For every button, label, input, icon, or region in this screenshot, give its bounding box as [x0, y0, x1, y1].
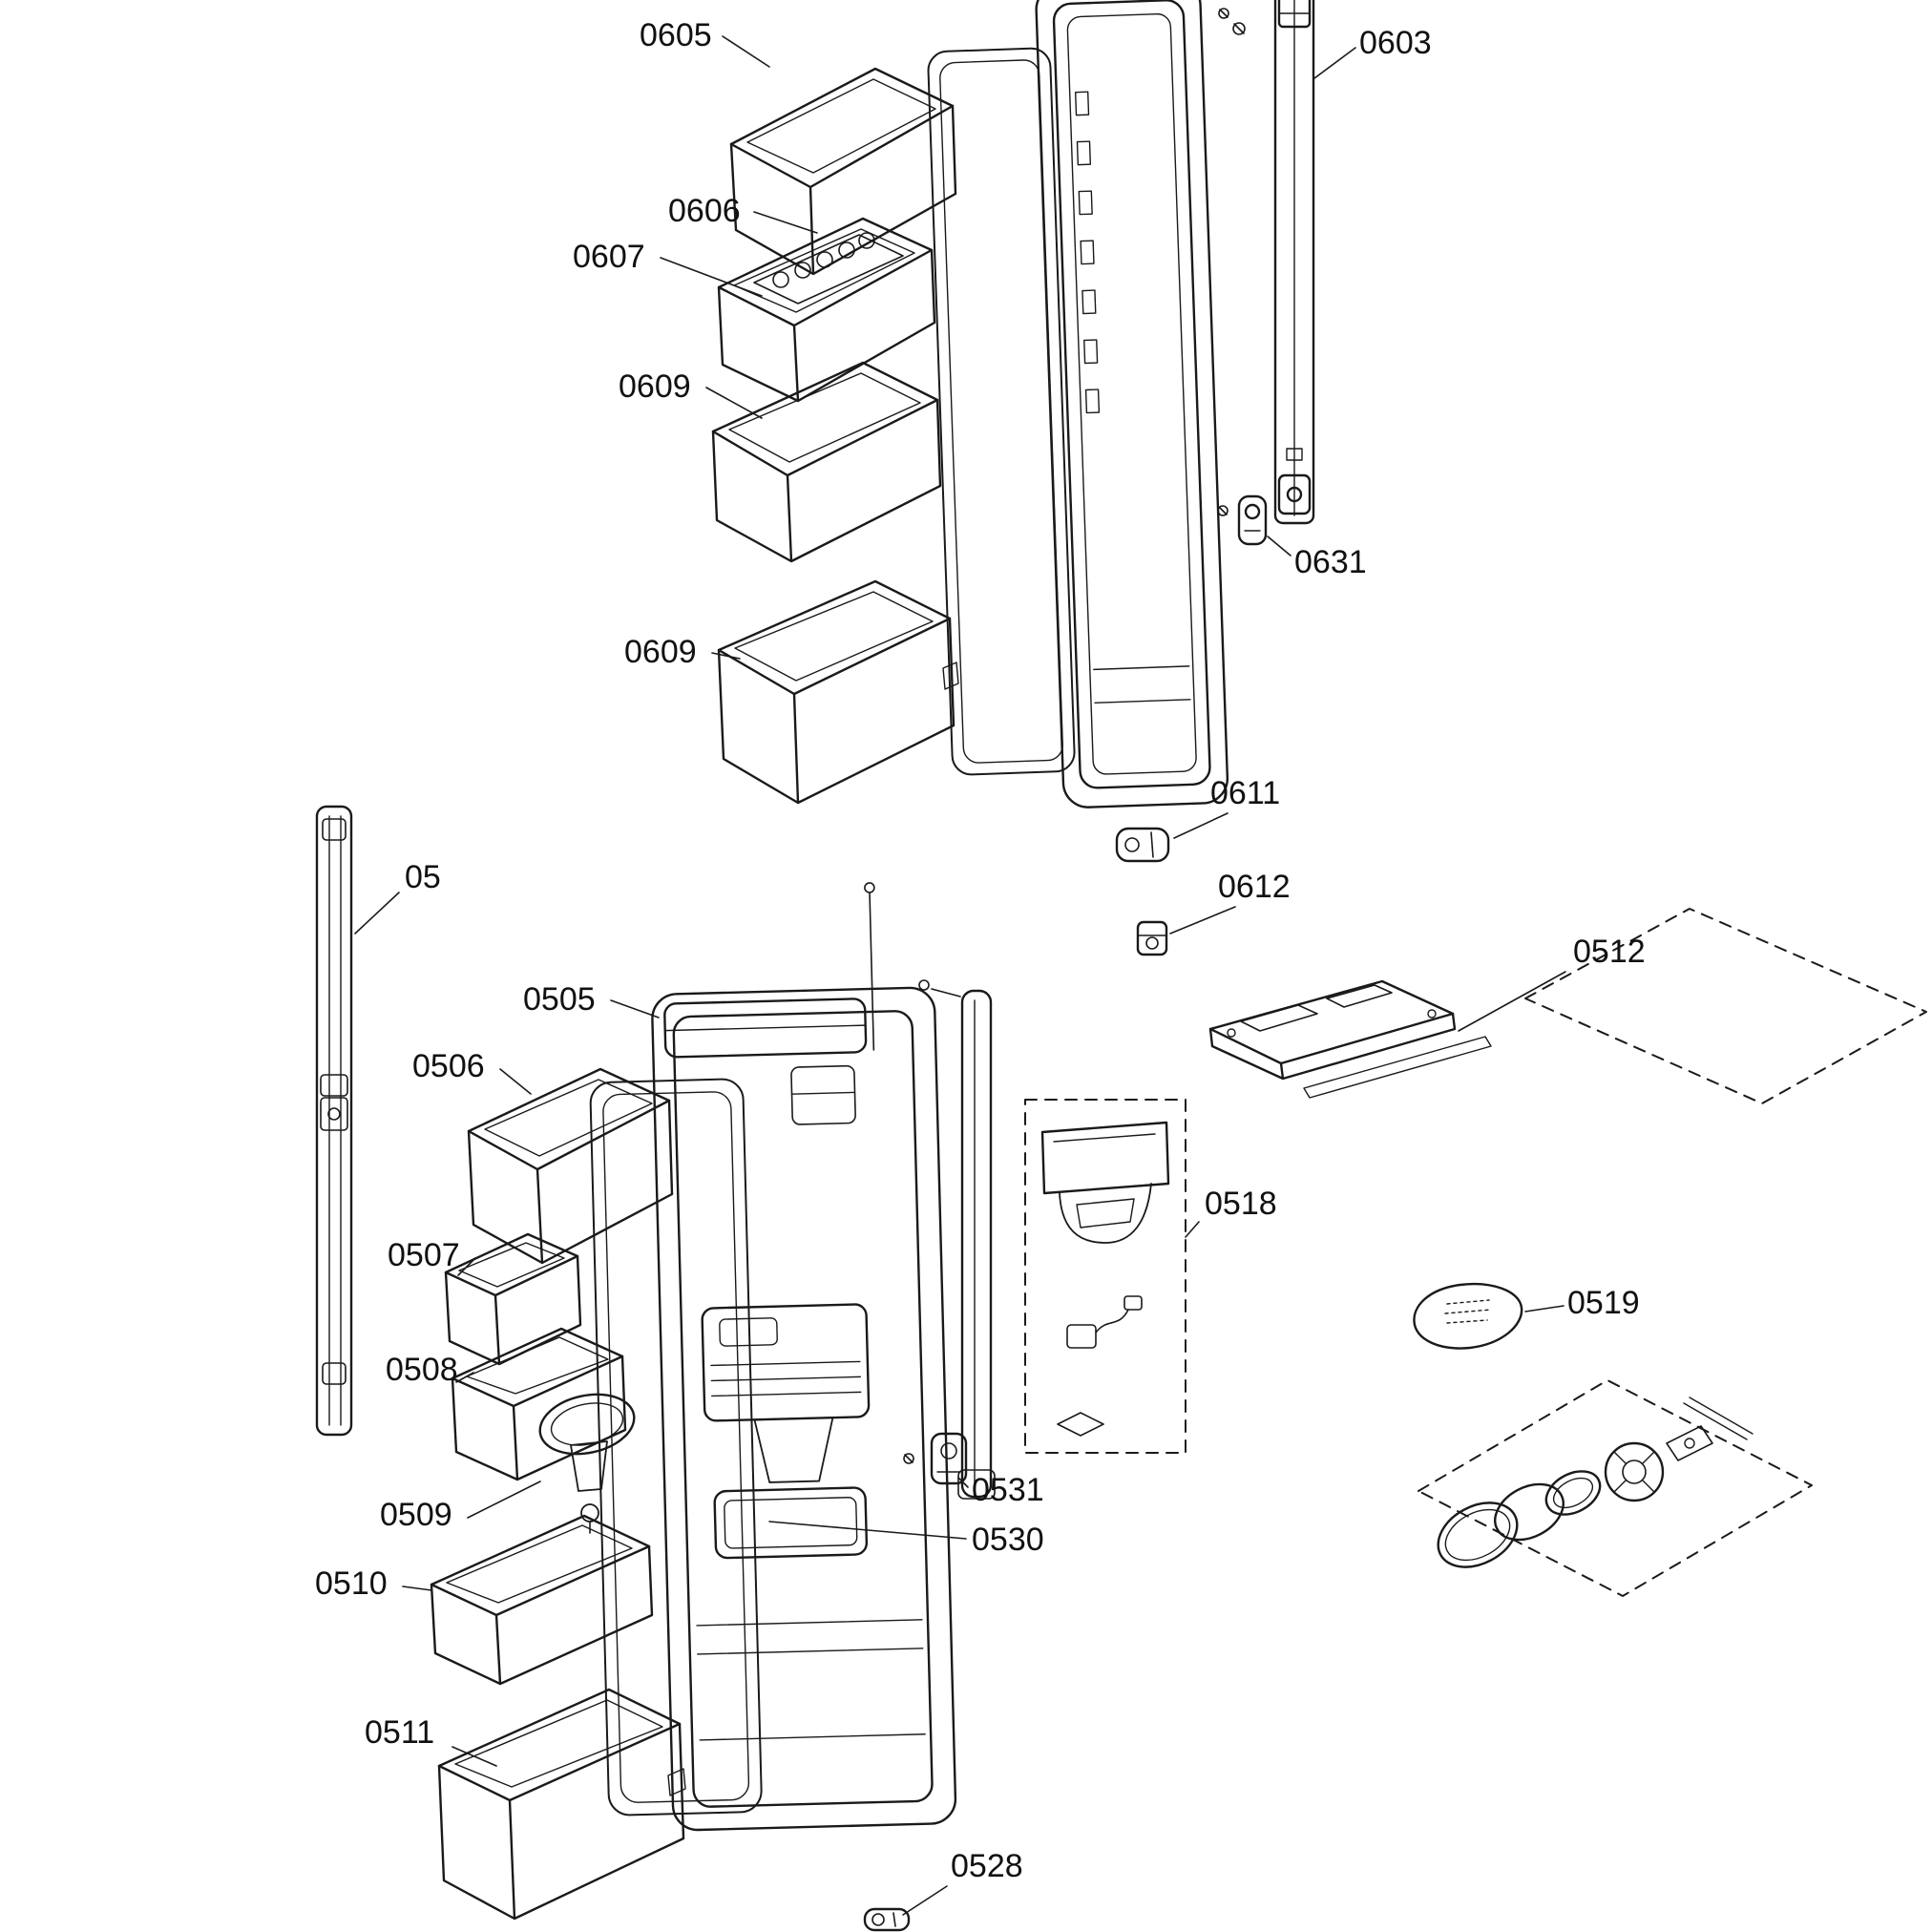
lower-door-assembly — [315, 805, 1927, 1932]
screw-icon — [1217, 8, 1246, 516]
lower-door-gasket — [589, 1078, 763, 1816]
lower-door-panel — [651, 882, 957, 1832]
wire-harness-part — [1066, 1295, 1143, 1349]
part-label-0505: 0505 — [523, 981, 596, 1018]
door-bin-0605 — [729, 67, 957, 276]
part-label-0606: 0606 — [668, 193, 741, 229]
door-bin-0511 — [437, 1688, 686, 1921]
part-label-0528: 0528 — [951, 1848, 1023, 1884]
door-bin-0606 — [717, 217, 936, 403]
dashed-dispenser-kit-box — [1418, 1379, 1813, 1597]
part-label-0609-upper: 0609 — [619, 368, 691, 405]
part-label-0509: 0509 — [380, 1497, 452, 1533]
part-labels: 0605 0606 0607 0609 0609 0603 0631 0611 … — [315, 17, 1646, 1884]
bracket-0531 — [930, 1432, 968, 1485]
part-label-0507: 0507 — [388, 1237, 460, 1273]
part-label-0607: 0607 — [573, 239, 645, 275]
trim-bar-0603 — [1273, 0, 1315, 525]
part-label-0609-lower: 0609 — [624, 634, 697, 670]
upper-door-panel — [1035, 0, 1229, 808]
part-label-0508: 0508 — [386, 1352, 458, 1388]
clip-0611 — [1115, 827, 1170, 863]
liner-slots — [1074, 91, 1101, 414]
dispenser-recess — [701, 1303, 871, 1560]
part-label-0611: 0611 — [1210, 775, 1280, 811]
part-label-0512: 0512 — [1573, 934, 1646, 970]
door-bin-0510 — [430, 1514, 654, 1686]
drip-grille-0519 — [1413, 1283, 1523, 1350]
part-label-0612: 0612 — [1218, 869, 1291, 905]
gasket-pad-part — [1057, 1412, 1104, 1437]
door-bin-0506 — [467, 1067, 674, 1265]
part-label-0603: 0603 — [1359, 25, 1432, 61]
part-label-0519: 0519 — [1567, 1285, 1640, 1321]
bracket-0631 — [1237, 494, 1268, 546]
left-mullion-rail — [315, 805, 353, 1437]
door-bin-0609-upper — [711, 361, 942, 563]
door-bin-0508 — [451, 1327, 627, 1481]
dashed-kit-box-0518 — [1024, 1099, 1186, 1454]
upper-door-assembly — [711, 0, 1315, 808]
leader-lines — [354, 35, 1566, 1916]
part-label-05xx: 05 — [405, 859, 441, 895]
part-label-0631: 0631 — [1294, 544, 1367, 580]
clip-0612 — [1136, 920, 1168, 956]
door-bin-0609-lower — [717, 579, 959, 805]
part-label-0511: 0511 — [365, 1714, 434, 1751]
ice-chute-part — [1040, 1121, 1170, 1244]
part-label-0506: 0506 — [412, 1048, 485, 1084]
door-bin-0507 — [444, 1232, 582, 1366]
part-label-0510: 0510 — [315, 1565, 388, 1602]
funnel-0509 — [538, 1393, 636, 1534]
egg-tray-0607 — [753, 232, 904, 304]
part-label-0518: 0518 — [1205, 1186, 1277, 1222]
clip-0528 — [863, 1907, 911, 1932]
upper-door-gasket — [927, 47, 1076, 776]
part-label-0605: 0605 — [640, 17, 712, 53]
part-label-0531: 0531 — [972, 1472, 1044, 1508]
dashed-kit-box-0512 — [1524, 908, 1927, 1104]
control-module-0512 — [1208, 979, 1492, 1099]
part-label-0530: 0530 — [972, 1522, 1044, 1558]
